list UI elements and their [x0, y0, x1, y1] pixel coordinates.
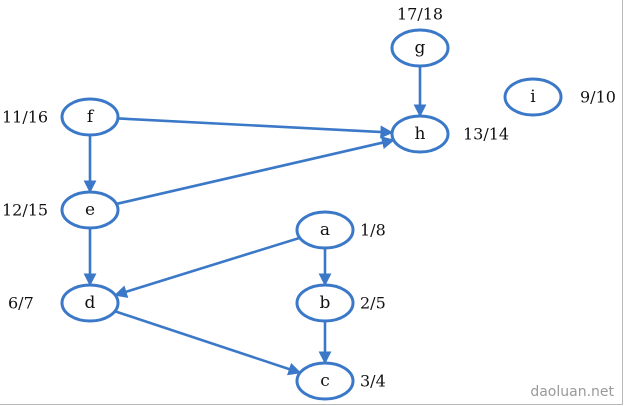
node-label-e: e	[85, 200, 95, 220]
node-h: h 13/14	[390, 114, 509, 154]
edges-layer	[83, 66, 427, 376]
time-label-g: 17/18	[397, 5, 443, 24]
node-label-c: c	[320, 371, 330, 391]
node-e: e 12/15	[2, 190, 120, 230]
time-label-e: 12/15	[2, 201, 48, 220]
edge-d-to-c	[114, 310, 302, 376]
node-label-h: h	[415, 124, 426, 144]
node-i: i 9/10	[503, 77, 616, 117]
node-label-a: a	[320, 220, 330, 240]
node-label-f: f	[87, 107, 95, 127]
node-label-g: g	[415, 38, 426, 58]
node-b: b 2/5	[295, 283, 386, 323]
node-d: d 6/7	[8, 283, 120, 323]
node-label-b: b	[320, 293, 331, 313]
node-label-d: d	[85, 293, 96, 313]
time-label-i: 9/10	[580, 88, 616, 107]
watermark: daoluan.net	[530, 384, 614, 400]
node-g: g 17/18	[390, 5, 450, 68]
time-label-a: 1/8	[360, 221, 386, 240]
node-a: a 1/8	[295, 210, 386, 250]
edge-f-to-h	[117, 117, 394, 139]
nodes-layer: a 1/8 b 2/5 c 3/4 d 6/7 e 12/15	[2, 5, 616, 401]
time-label-c: 3/4	[360, 372, 386, 391]
node-f: f 11/16	[2, 97, 120, 137]
node-c: c 3/4	[295, 361, 386, 401]
time-label-h: 13/14	[463, 125, 509, 144]
time-label-b: 2/5	[360, 294, 386, 313]
time-label-f: 11/16	[2, 108, 48, 127]
edge-a-to-d	[113, 236, 301, 298]
edge-e-to-h	[116, 136, 395, 206]
time-label-d: 6/7	[8, 294, 34, 313]
node-label-i: i	[530, 87, 536, 107]
